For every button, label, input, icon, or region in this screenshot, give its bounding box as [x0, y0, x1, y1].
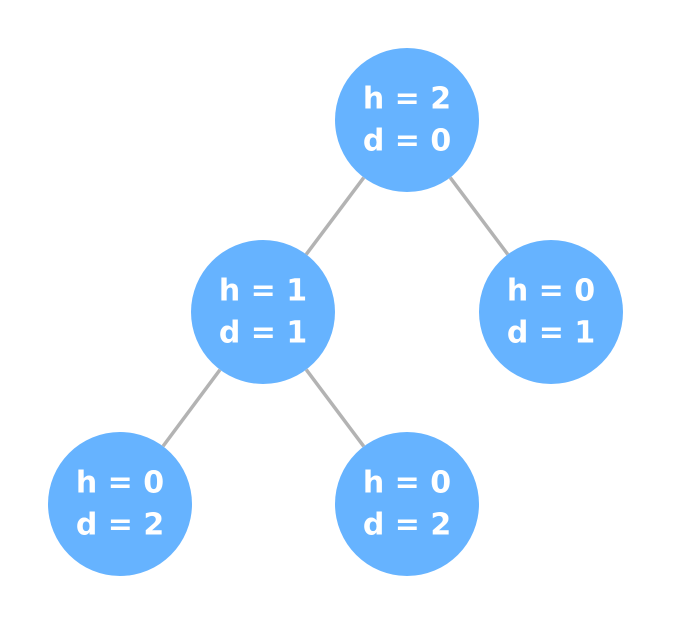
tree-node-left-left: h = 0 d = 2 — [48, 432, 192, 576]
node-height-label: h = 2 — [363, 82, 451, 117]
tree-node-left-right: h = 0 d = 2 — [335, 432, 479, 576]
tree-node-right: h = 0 d = 1 — [479, 240, 623, 384]
node-circle — [335, 48, 479, 192]
edge-root-to-right — [448, 176, 510, 256]
node-depth-label: d = 1 — [507, 316, 595, 351]
tree-edges — [161, 176, 510, 448]
node-depth-label: d = 1 — [219, 316, 307, 351]
node-circle — [48, 432, 192, 576]
node-circle — [335, 432, 479, 576]
edge-left-to-left-right — [304, 368, 366, 448]
node-circle — [191, 240, 335, 384]
node-depth-label: d = 0 — [363, 124, 451, 159]
node-height-label: h = 0 — [363, 466, 451, 501]
node-depth-label: d = 2 — [76, 508, 164, 543]
edge-root-to-left — [304, 176, 366, 256]
tree-nodes: h = 2 d = 0 h = 1 d = 1 h = 0 d = 1 h = 0 d = 2… — [48, 48, 623, 576]
edge-left-to-left-left — [161, 368, 222, 448]
node-circle — [479, 240, 623, 384]
tree-node-root: h = 2 d = 0 — [335, 48, 479, 192]
node-depth-label: d = 2 — [363, 508, 451, 543]
node-height-label: h = 0 — [507, 274, 595, 309]
tree-node-left: h = 1 d = 1 — [191, 240, 335, 384]
node-height-label: h = 1 — [219, 274, 307, 309]
node-height-label: h = 0 — [76, 466, 164, 501]
